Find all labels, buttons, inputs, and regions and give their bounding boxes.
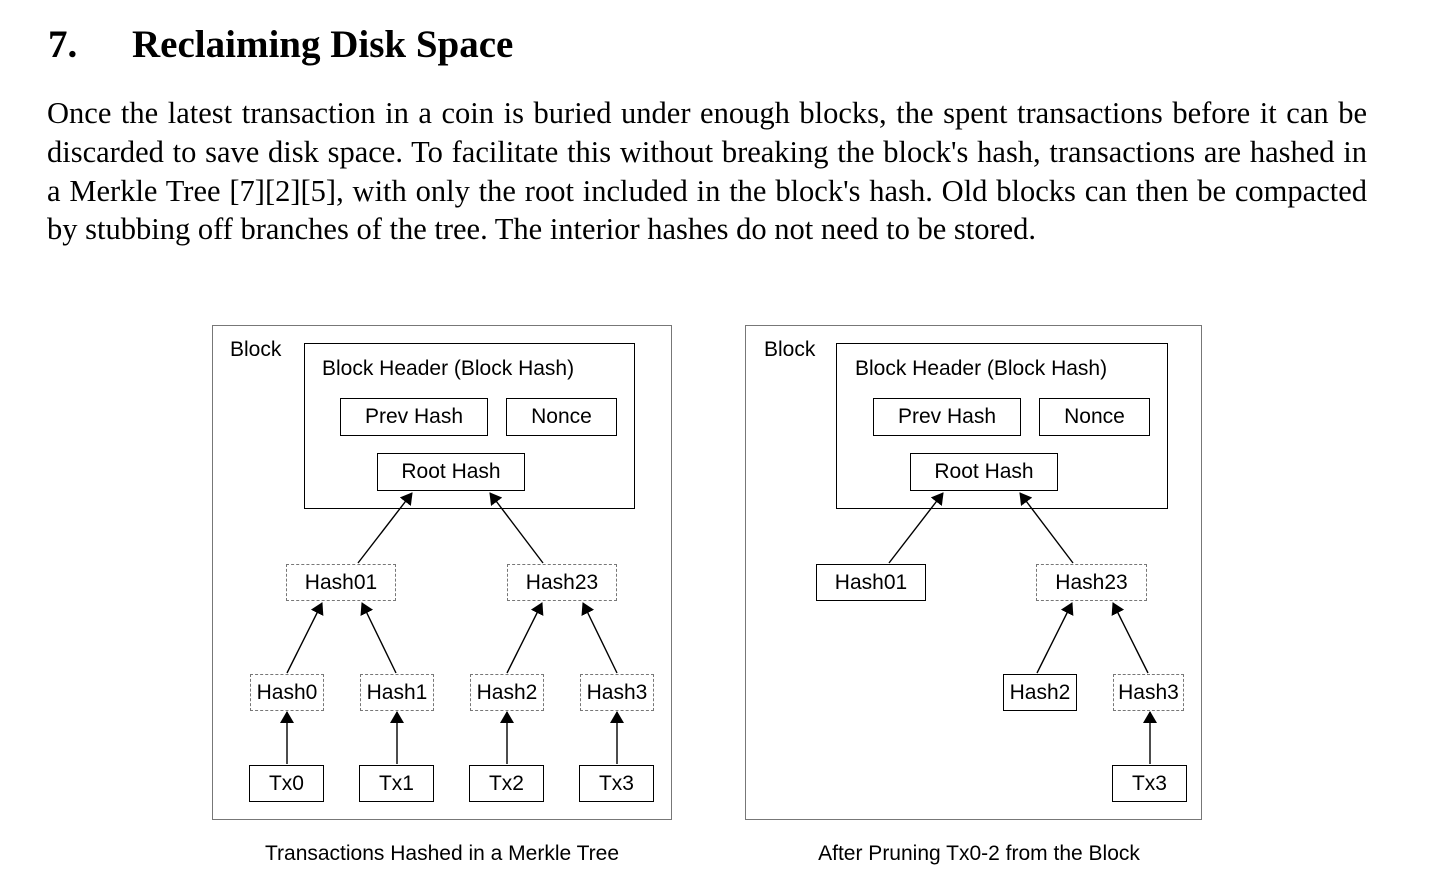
tx0-box-left: Tx0 xyxy=(249,765,324,802)
body-paragraph: Once the latest transaction in a coin is… xyxy=(47,96,1367,247)
section-title: Reclaiming Disk Space xyxy=(132,23,514,66)
hash3-box-left: Hash3 xyxy=(580,674,654,711)
body-paragraph-container: Once the latest transaction in a coin is… xyxy=(47,94,1367,249)
block-container-right xyxy=(745,325,1202,820)
tx2-box-left: Tx2 xyxy=(469,765,544,802)
nonce-box-right: Nonce xyxy=(1039,398,1150,436)
hash2-box-right: Hash2 xyxy=(1003,674,1077,711)
root-hash-box-left: Root Hash xyxy=(377,453,525,491)
block-label-left: Block xyxy=(230,338,282,361)
hash23-box-left: Hash23 xyxy=(507,564,617,601)
hash2-box-left: Hash2 xyxy=(470,674,544,711)
section-number: 7. xyxy=(48,23,78,66)
tx3-box-left: Tx3 xyxy=(579,765,654,802)
hash01-box-left: Hash01 xyxy=(286,564,396,601)
figure-caption-right: After Pruning Tx0-2 from the Block xyxy=(818,842,1140,865)
figure-caption-left: Transactions Hashed in a Merkle Tree xyxy=(264,842,620,865)
block-header-label-left: Block Header (Block Hash) xyxy=(322,357,575,380)
prev-hash-box-right: Prev Hash xyxy=(873,398,1021,436)
prev-hash-box-left: Prev Hash xyxy=(340,398,488,436)
section-heading: 7. Reclaiming Disk Space xyxy=(48,22,513,67)
hash01-box-right: Hash01 xyxy=(816,564,926,601)
block-container-left xyxy=(212,325,672,820)
nonce-box-left: Nonce xyxy=(506,398,617,436)
block-header-label-right: Block Header (Block Hash) xyxy=(855,357,1108,380)
hash0-box-left: Hash0 xyxy=(250,674,324,711)
hash23-box-right: Hash23 xyxy=(1036,564,1147,601)
hash3-box-right: Hash3 xyxy=(1113,674,1184,711)
block-label-right: Block xyxy=(764,338,816,361)
root-hash-box-right: Root Hash xyxy=(910,453,1058,491)
tx3-box-right: Tx3 xyxy=(1112,765,1187,802)
hash1-box-left: Hash1 xyxy=(360,674,434,711)
tx1-box-left: Tx1 xyxy=(359,765,434,802)
